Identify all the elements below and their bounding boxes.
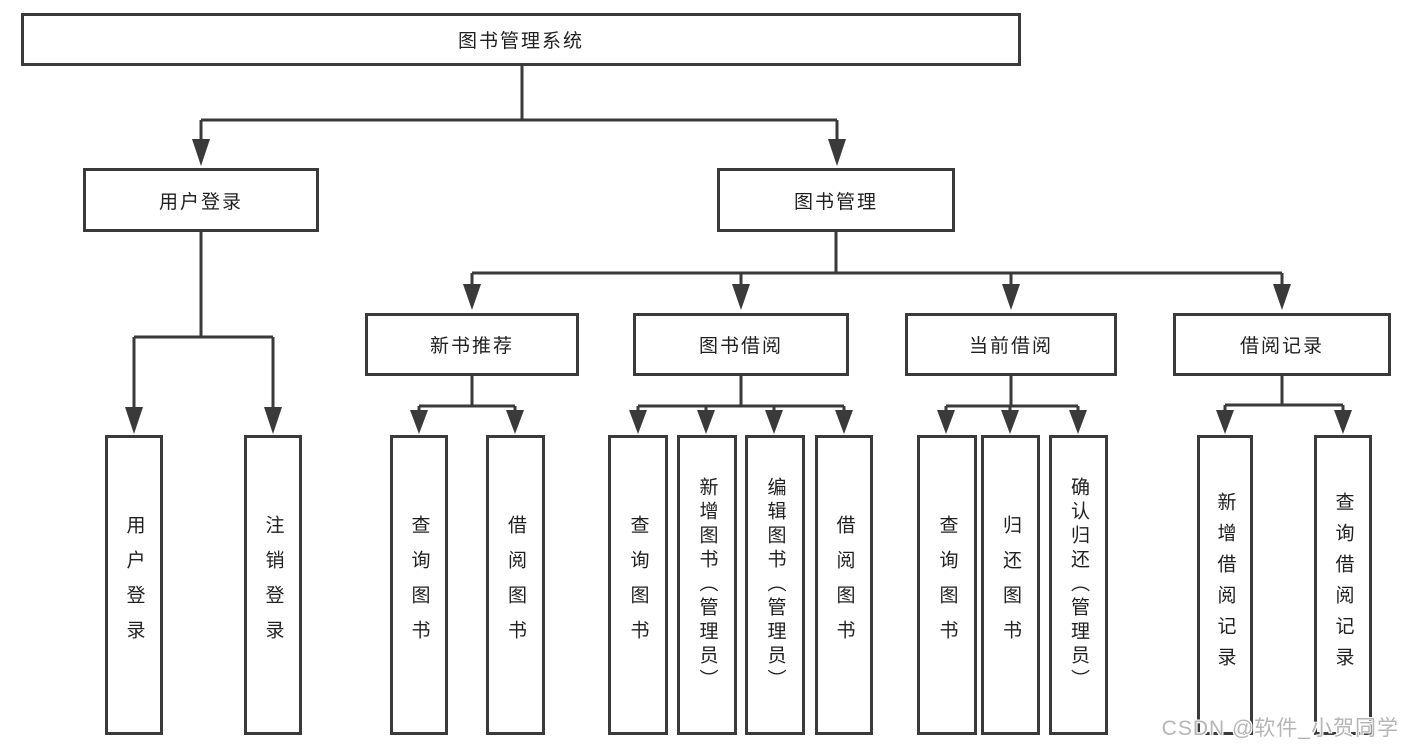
node-new-book-recommend-label: 新书推荐	[429, 336, 514, 357]
watermark: CSDN @软件_小贺同学	[1161, 717, 1399, 740]
leaf-return-books-label: 归还图书	[1000, 515, 1021, 655]
leaf-borrow-books: 借阅图书	[815, 435, 873, 735]
leaf-query-books-borrow-label: 查询图书	[627, 515, 649, 655]
leaf-return-books: 归还图书	[981, 435, 1040, 735]
leaf-add-borrow-record: 新增借阅记录	[1197, 435, 1253, 735]
node-book-management-label: 图书管理	[793, 191, 878, 213]
leaf-borrow-books-recommend-label: 借阅图书	[505, 515, 526, 655]
leaf-query-borrow-record-label: 查询借阅记录	[1332, 492, 1354, 678]
leaf-query-borrow-record: 查询借阅记录	[1314, 435, 1372, 735]
leaf-edit-book-admin: 编辑图书（管理员）	[745, 435, 805, 735]
leaf-query-books-current-label: 查询图书	[936, 515, 958, 655]
leaf-query-books-recommend-label: 查询图书	[408, 515, 430, 655]
node-root-label: 图书管理系统	[457, 31, 584, 52]
leaf-borrow-books-recommend: 借阅图书	[486, 435, 545, 735]
leaf-confirm-return-admin-label: 确认归还（管理员）	[1068, 477, 1089, 693]
node-borrowing-records-label: 借阅记录	[1239, 336, 1324, 357]
leaf-query-books-borrow: 查询图书	[608, 435, 668, 735]
node-book-management: 图书管理	[717, 168, 955, 232]
node-root: 图书管理系统	[21, 13, 1021, 66]
node-current-borrowing: 当前借阅	[905, 313, 1117, 376]
node-book-borrowing: 图书借阅	[633, 313, 849, 376]
node-borrowing-records: 借阅记录	[1173, 313, 1391, 376]
node-book-borrowing-label: 图书借阅	[698, 336, 783, 357]
arrowheads	[125, 139, 1352, 434]
leaf-logout-label: 注销登录	[262, 515, 284, 655]
node-user-login-label: 用户登录	[158, 191, 243, 213]
leaf-logout: 注销登录	[244, 435, 302, 735]
leaf-add-borrow-record-label: 新增借阅记录	[1214, 492, 1236, 678]
node-current-borrowing-label: 当前借阅	[968, 336, 1053, 357]
leaf-add-book-admin-label: 新增图书（管理员）	[696, 477, 718, 693]
leaf-query-books-current: 查询图书	[917, 435, 977, 735]
leaf-query-books-recommend: 查询图书	[390, 435, 448, 735]
leaf-edit-book-admin-label: 编辑图书（管理员）	[764, 477, 786, 693]
leaf-borrow-books-label: 借阅图书	[833, 515, 855, 655]
node-new-book-recommend: 新书推荐	[365, 313, 579, 376]
leaf-user-login-label: 用户登录	[123, 515, 145, 655]
leaf-add-book-admin: 新增图书（管理员）	[677, 435, 737, 735]
connector-segments	[132, 66, 1345, 412]
leaf-confirm-return-admin: 确认归还（管理员）	[1049, 435, 1108, 735]
leaf-user-login: 用户登录	[105, 435, 163, 735]
node-user-login: 用户登录	[83, 168, 319, 232]
